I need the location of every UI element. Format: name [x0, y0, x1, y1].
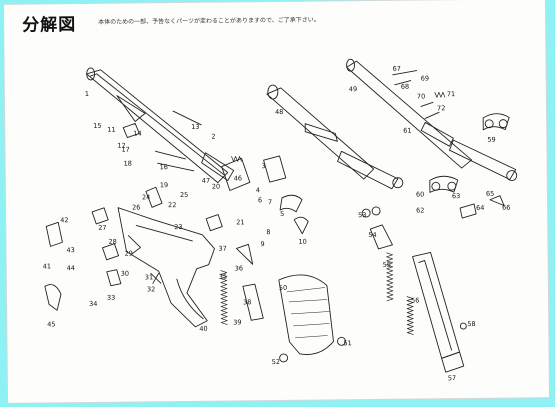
callout-label: 71 [447, 90, 455, 98]
callout-label: 9 [260, 240, 264, 248]
callout-label: 64 [476, 204, 484, 212]
barrel-assembly-middle [266, 84, 404, 190]
callout-label: 15 [93, 122, 101, 130]
callout-label: 10 [298, 238, 306, 246]
callout-label: 53 [358, 211, 366, 219]
callout-label: 44 [67, 264, 75, 272]
callout-label: 61 [403, 127, 411, 135]
callout-label: 11 [107, 126, 115, 134]
exploded-parts-diagram: 1 2 3 4 5 6 7 8 9 10 11 12 13 14 15 16 1… [43, 58, 518, 383]
part-callouts: 1 2 3 4 5 6 7 8 9 10 11 12 13 14 15 16 1… [43, 65, 511, 383]
callout-label: 30 [121, 270, 129, 278]
callout-label: 46 [234, 174, 242, 182]
callout-label: 24 [142, 193, 150, 201]
callout-label: 45 [47, 320, 55, 328]
callout-label: 68 [401, 83, 409, 91]
callout-label: 52 [272, 358, 280, 366]
callout-label: 54 [368, 231, 376, 239]
callout-label: 32 [147, 285, 155, 293]
callout-label: 6 [258, 196, 262, 204]
callout-label: 59 [487, 136, 495, 144]
callout-label: 1 [85, 90, 89, 98]
callout-label: 70 [417, 92, 425, 100]
small-parts [44, 70, 505, 363]
callout-label: 4 [256, 186, 260, 194]
callout-label: 55 [383, 261, 391, 269]
callout-label: 72 [437, 104, 445, 112]
callout-label: 69 [421, 74, 429, 82]
callout-label: 8 [266, 228, 270, 236]
callout-label: 66 [502, 204, 510, 212]
callout-label: 41 [43, 262, 51, 270]
callout-label: 3 [262, 162, 266, 170]
callout-label: 62 [416, 206, 424, 214]
callout-label: 29 [125, 250, 133, 258]
callout-label: 17 [121, 146, 129, 154]
callout-label: 21 [236, 218, 244, 226]
callout-label: 26 [132, 203, 140, 211]
callout-label: 19 [160, 181, 168, 189]
callout-label: 40 [199, 325, 207, 333]
frame-receiver [117, 207, 215, 328]
diagram-sheet: 分解図 本体のための一部、予告なくパーツが変わることがありますので、ご了承下さい… [3, 0, 550, 403]
springs [220, 91, 446, 335]
callout-label: 28 [108, 238, 116, 246]
callout-label: 48 [275, 108, 283, 116]
callout-label: 20 [212, 183, 220, 191]
callout-label: 63 [452, 192, 460, 200]
callout-label: 34 [89, 300, 97, 308]
callout-label: 35 [219, 273, 227, 281]
barrel-assembly-right [346, 58, 518, 181]
callout-label: 31 [145, 273, 153, 281]
callout-label: 47 [202, 177, 210, 185]
callout-label: 5 [280, 210, 284, 218]
callout-label: 18 [124, 160, 132, 168]
callout-label: 22 [168, 201, 176, 209]
callout-label: 13 [191, 123, 199, 131]
callout-label: 7 [268, 198, 272, 206]
callout-label: 65 [486, 190, 494, 198]
barrel-assembly-main [86, 67, 235, 184]
callout-label: 23 [174, 223, 182, 231]
callout-label: 33 [107, 294, 115, 302]
callout-label: 12 [117, 142, 125, 150]
callout-label: 38 [243, 298, 251, 306]
callout-label: 43 [66, 246, 74, 254]
callout-label: 36 [235, 264, 243, 272]
callout-label: 50 [279, 284, 287, 292]
callout-label: 60 [416, 190, 424, 198]
toggle-link-parts [279, 113, 510, 235]
callout-label: 58 [467, 320, 475, 328]
grip-panel [278, 274, 334, 355]
callout-label: 67 [393, 65, 401, 73]
callout-label: 2 [211, 133, 215, 141]
callout-label: 57 [448, 374, 456, 382]
callout-label: 56 [411, 297, 419, 305]
callout-label: 51 [343, 339, 351, 347]
callout-label: 27 [98, 224, 106, 232]
callout-label: 39 [233, 318, 241, 326]
callout-label: 25 [180, 191, 188, 199]
callout-label: 42 [60, 216, 68, 224]
callout-label: 37 [218, 245, 226, 253]
callout-label: 49 [349, 85, 357, 93]
callout-label: 14 [133, 129, 141, 137]
magazine [412, 251, 465, 373]
callout-label: 16 [160, 163, 168, 171]
